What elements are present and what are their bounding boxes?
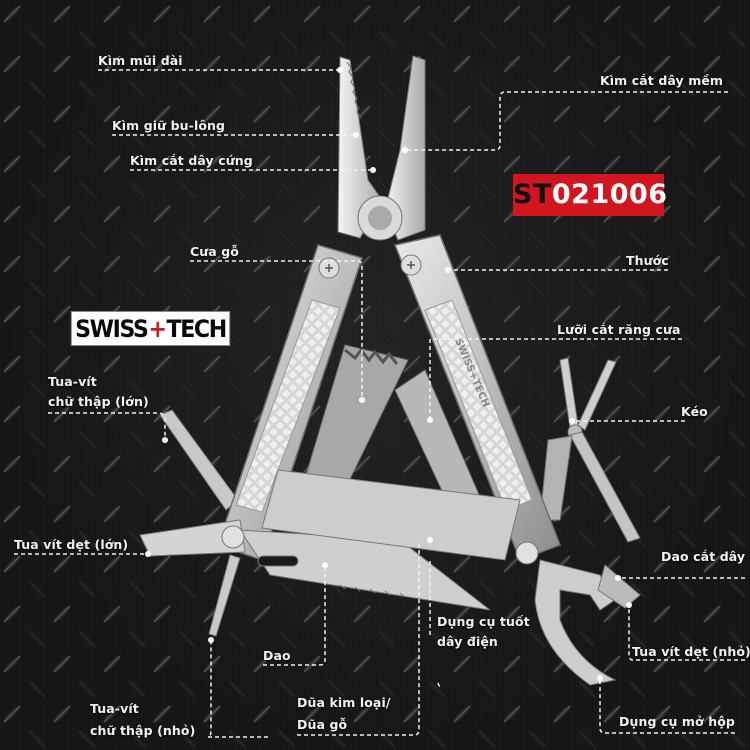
model-prefix: ST xyxy=(513,179,552,210)
scissors xyxy=(539,357,641,543)
label-wire-stripper: Dụng cụ tuốt dây điện xyxy=(437,612,530,652)
label-wire-cutting-knife: Dao cắt dây xyxy=(661,549,746,564)
label-bolt-grip-pliers: Kìm giữ bu-lông xyxy=(112,118,226,133)
logo-plus-icon: + xyxy=(148,314,166,343)
pivot-screw xyxy=(515,541,539,565)
box-opener-and-wire-stripper xyxy=(534,559,641,686)
label-large-flat-screwdriver: Tua vít dẹt (lớn) xyxy=(14,537,129,552)
pliers-head xyxy=(337,55,426,241)
label-line: chữ thập (lớn) xyxy=(48,394,149,409)
label-large-phillips-screwdriver: Tua-vít chữ thập (lớn) xyxy=(48,372,149,412)
label-soft-wire-cutter: Kìm cắt dây mềm xyxy=(600,73,724,88)
metal-wood-file xyxy=(261,469,521,561)
label-line: chữ thập (nhỏ) xyxy=(90,723,196,738)
model-number: 021006 xyxy=(551,179,668,210)
small-phillips-screwdriver xyxy=(208,554,241,637)
model-number-badge: ST021006 xyxy=(513,174,667,216)
label-line: Tua-vít xyxy=(48,374,97,389)
label-box-opener: Dụng cụ mở hộp xyxy=(619,714,735,729)
label-wood-saw: Cưa gỗ xyxy=(190,244,239,259)
label-long-nose-pliers: Kìm mũi dài xyxy=(98,53,183,68)
pivot-screw xyxy=(221,525,245,549)
callout-leader-lines xyxy=(14,69,745,738)
logo-text-right: TECH xyxy=(166,314,228,343)
label-line: Dũa gỗ xyxy=(297,717,348,732)
label-line: Dụng cụ tuốt xyxy=(437,614,530,629)
label-small-phillips-screwdriver: Tua-vít chữ thập (nhỏ) xyxy=(90,698,195,742)
right-handle: SWISS+TECH xyxy=(393,234,561,561)
label-knife: Dao xyxy=(263,648,291,663)
label-line: Tua-vít xyxy=(90,701,139,716)
swiss-tech-logo: SWISS+TECH xyxy=(70,311,231,346)
label-small-flat-screwdriver: Tua vít dẹt (nhỏ) xyxy=(632,644,750,659)
label-scissors: Kéo xyxy=(681,404,708,419)
callout-dots xyxy=(145,67,632,681)
label-hard-wire-cutter: Kìm cắt dây cứng xyxy=(130,153,253,168)
label-serrated-blade: Lưỡi cắt răng cưa xyxy=(557,322,681,337)
logo-text-left: SWISS xyxy=(75,314,149,343)
label-ruler: Thước xyxy=(626,253,669,268)
large-flat-screwdriver xyxy=(139,519,246,557)
label-line: dây điện xyxy=(437,634,498,649)
label-line: Dũa kim loại/ xyxy=(297,695,391,710)
large-phillips-screwdriver xyxy=(159,409,239,511)
label-metal-wood-file: Dũa kim loại/ Dũa gỗ xyxy=(297,692,391,736)
